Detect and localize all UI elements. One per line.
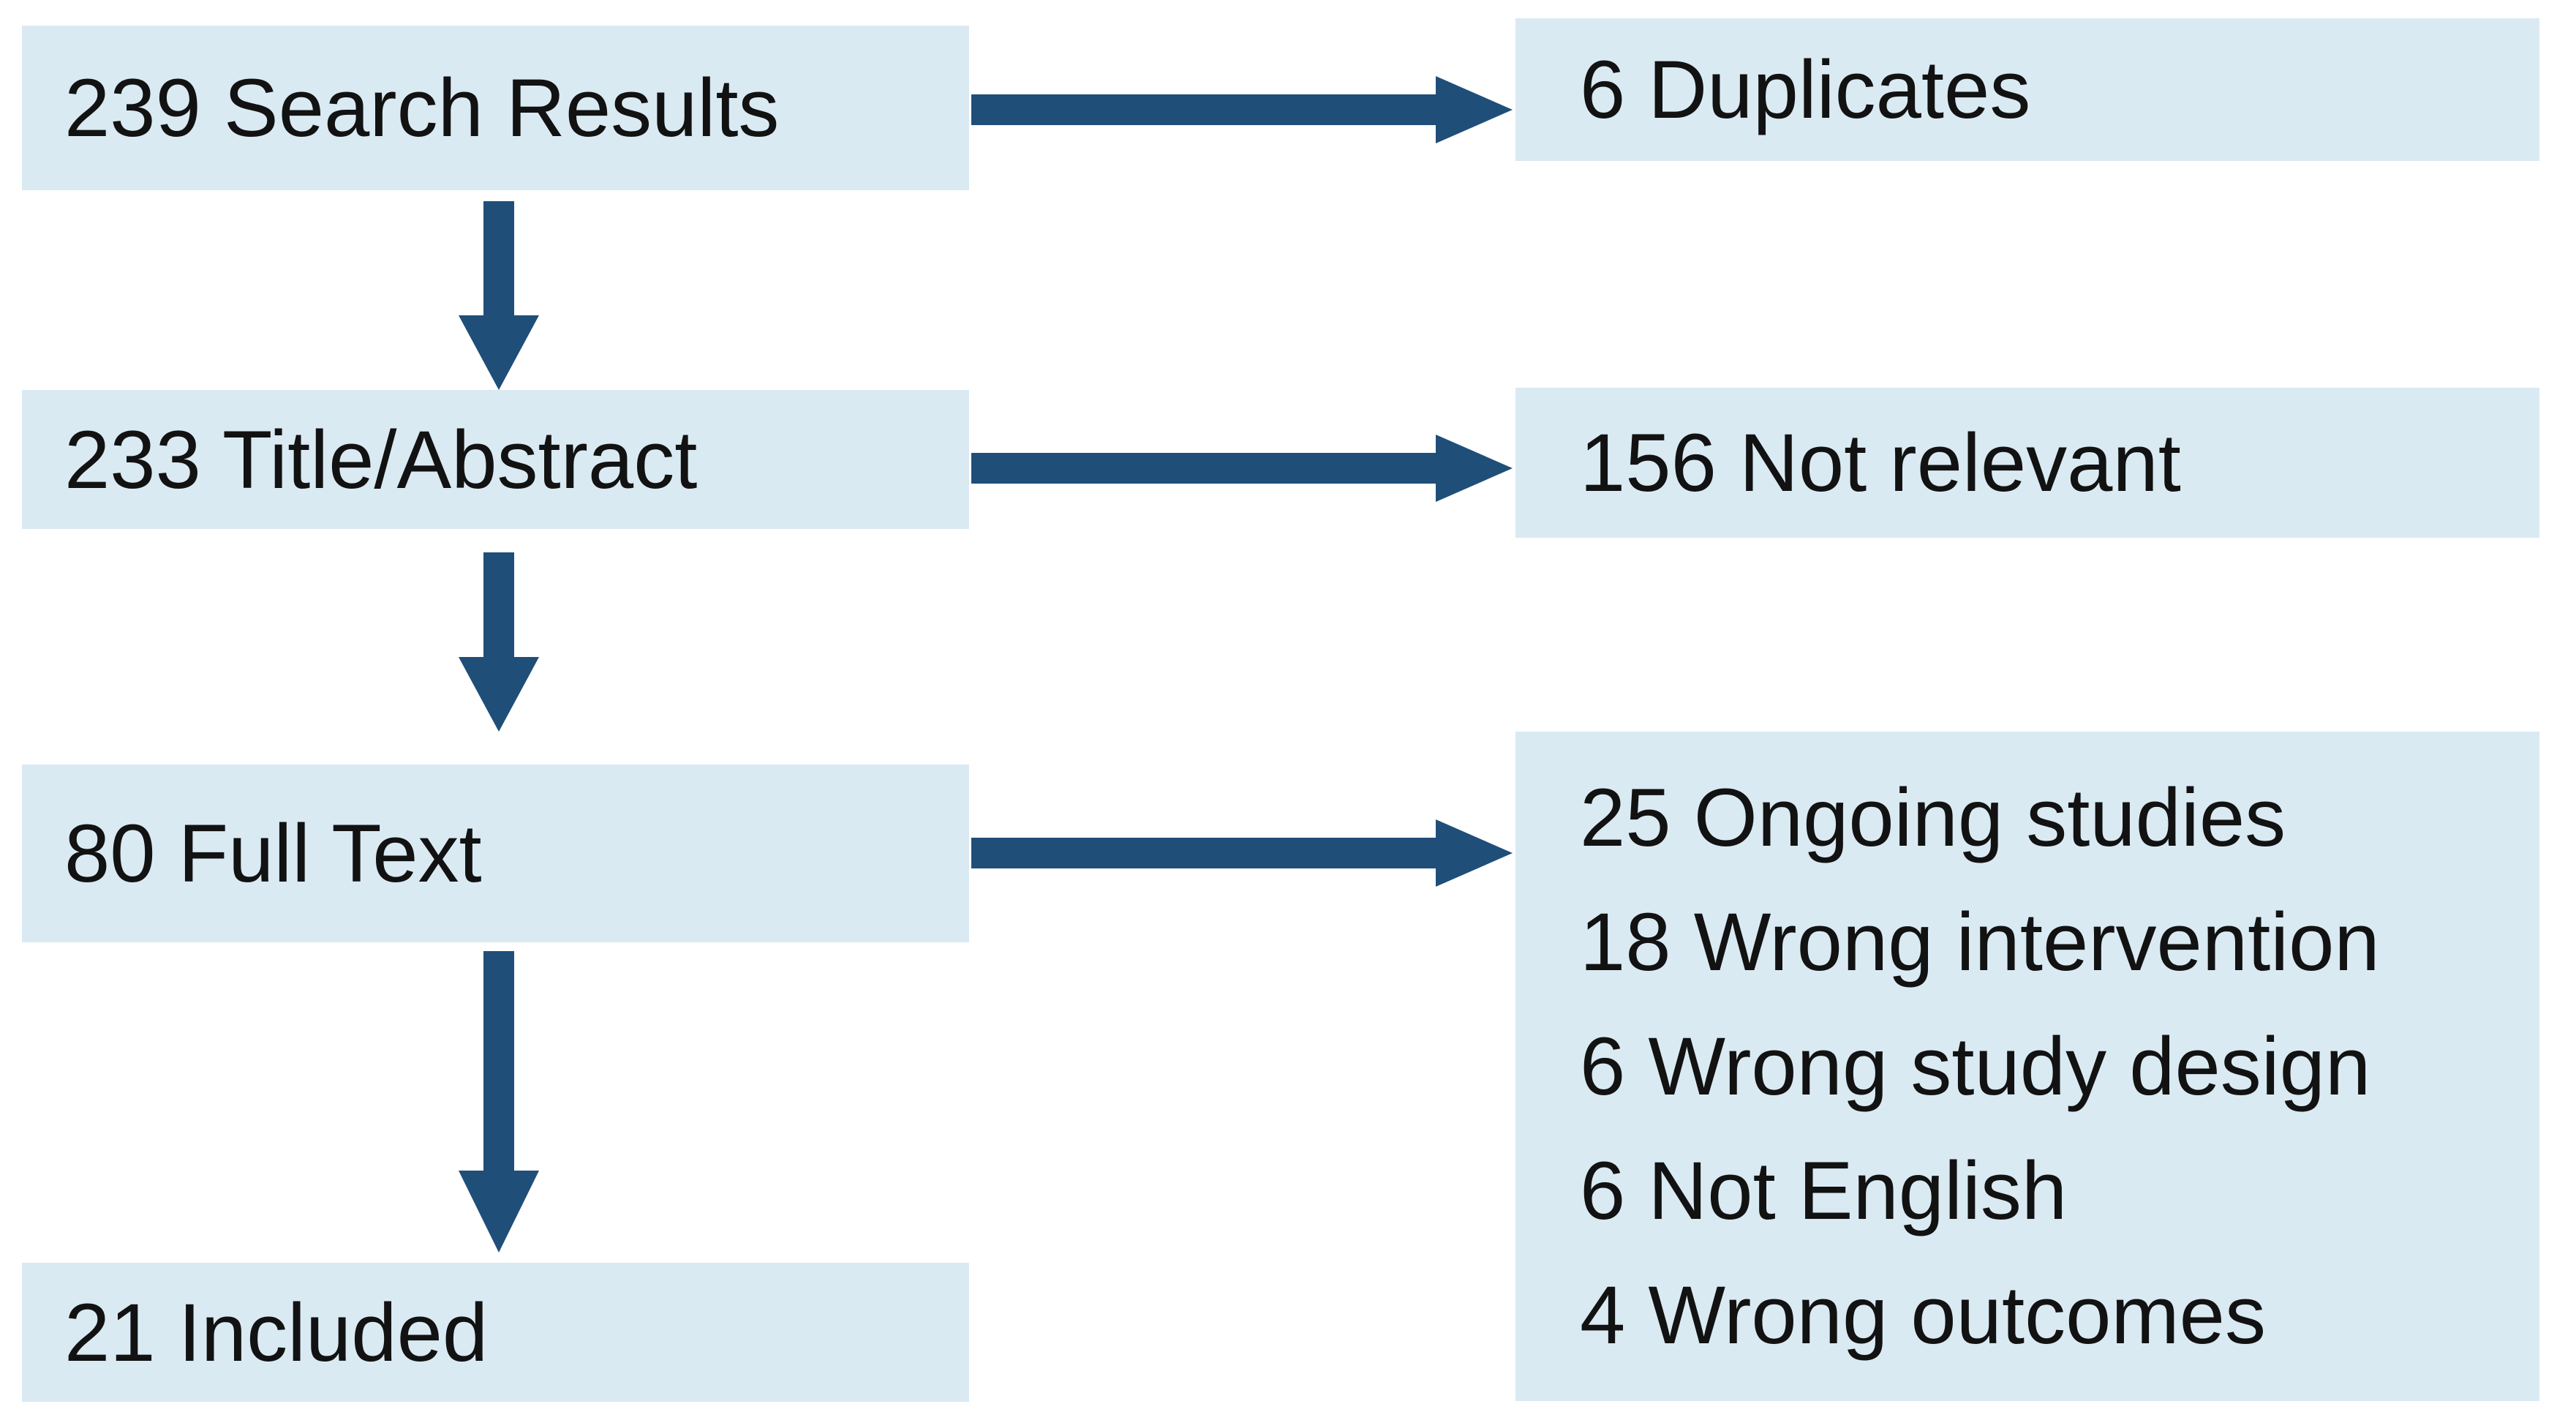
exclusion-line-wrong-study-design: 6 Wrong study design xyxy=(1580,1020,2371,1112)
exclusion-label-duplicates: 6 Duplicates xyxy=(1580,44,2031,135)
stage-label-included: 21 Included xyxy=(64,1286,489,1378)
stage-box-title-abstract: 233 Title/Abstract xyxy=(22,390,969,529)
stage-box-full-text: 80 Full Text xyxy=(22,765,969,942)
exclusion-line-wrong-intervention: 18 Wrong intervention xyxy=(1580,896,2380,988)
right-arrow-fulltext-to-exclusions-icon xyxy=(971,819,1513,887)
down-arrow-fulltext-to-included-icon xyxy=(459,951,539,1253)
down-arrow-search-to-title-icon xyxy=(459,201,539,390)
right-arrow-title-to-notrelevant-icon xyxy=(971,435,1513,502)
stage-label-full-text: 80 Full Text xyxy=(64,808,482,899)
stage-box-included: 21 Included xyxy=(22,1263,969,1402)
stage-label-title-abstract: 233 Title/Abstract xyxy=(64,413,698,506)
stage-label-search-results: 239 Search Results xyxy=(64,62,780,154)
down-arrow-title-to-fulltext-icon xyxy=(459,552,539,732)
exclusion-box-fulltext-reasons: 25 Ongoing studies 18 Wrong intervention… xyxy=(1515,732,2539,1401)
exclusion-box-duplicates: 6 Duplicates xyxy=(1515,18,2539,161)
right-arrow-search-to-duplicates-icon xyxy=(971,76,1513,143)
exclusion-line-ongoing-studies: 25 Ongoing studies xyxy=(1580,771,2286,863)
exclusion-label-not-relevant: 156 Not relevant xyxy=(1580,417,2181,508)
stage-box-search-results: 239 Search Results xyxy=(22,26,969,190)
exclusion-box-not-relevant: 156 Not relevant xyxy=(1515,388,2539,538)
exclusion-line-wrong-outcomes: 4 Wrong outcomes xyxy=(1580,1269,2266,1361)
exclusion-line-not-english: 6 Not English xyxy=(1580,1144,2068,1236)
